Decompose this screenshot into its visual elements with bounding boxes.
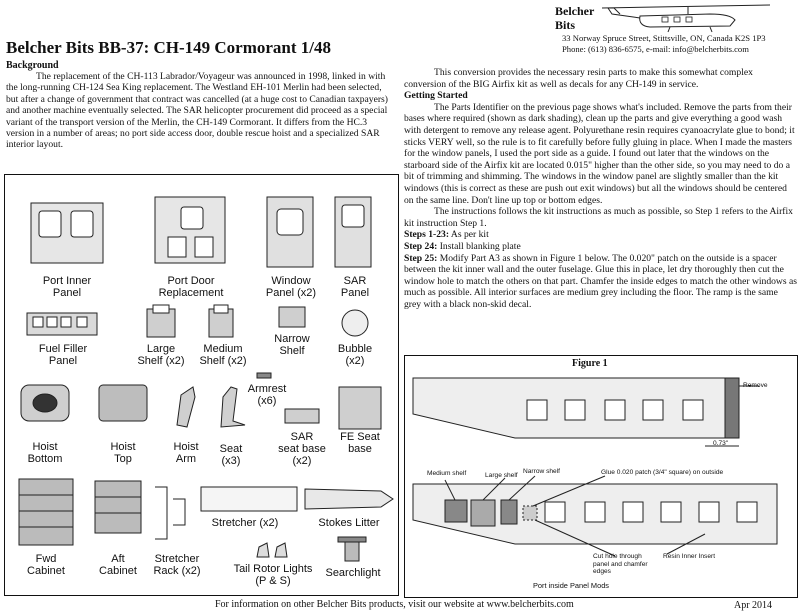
figure-dimension-label: 0.73" <box>713 440 729 447</box>
stretcher-rack-shape <box>155 486 186 540</box>
fwd-cabinet-shape <box>18 478 74 546</box>
stokes-litter-shape <box>304 488 394 510</box>
helicopter-logo <box>601 4 771 33</box>
hoist-arm-shape <box>176 386 196 428</box>
figure-cut-hole-label: Cut hole through panel and chamfer edges <box>593 553 648 575</box>
step-25: Step 25: Modify Part A3 as shown in Figu… <box>404 252 797 310</box>
getting-started-para2: The instructions follows the kit instruc… <box>404 206 793 229</box>
figure-1-drawing <box>412 377 778 557</box>
part-label-stretcher: Stretcher (x2) <box>211 517 279 529</box>
figure-glue-patch-label: Glue 0.020 patch (3/4" square) on outsid… <box>601 469 724 476</box>
figure-1-panel: Remove 0.73" Medium shelf Large shelf Na… <box>404 355 798 598</box>
footer-text: For information on other Belcher Bits pr… <box>215 599 574 610</box>
seat-shape <box>220 386 246 428</box>
part-label-tail-rotor-lights: Tail Rotor Lights(P & S) <box>233 563 313 587</box>
figure-medium-shelf-label: Medium shelf <box>427 470 467 477</box>
tail-rotor-lights-shape <box>256 542 288 558</box>
footer-date: Apr 2014 <box>734 600 773 611</box>
figure-remove-label: Remove <box>743 382 768 389</box>
figure-caption: Port inside Panel Mods <box>533 581 609 590</box>
parts-drawings <box>18 196 394 562</box>
part-label-seat: Seat(x3) <box>219 443 243 467</box>
part-label-stokes-litter: Stokes Litter <box>318 517 380 529</box>
company-contact: 33 Norway Spruce Street, Stittsville, ON… <box>562 33 766 54</box>
getting-started-para1: The Parts Identifier on the previous pag… <box>404 101 795 206</box>
step-1-23: Steps 1-23: As per kit <box>404 229 489 241</box>
figure-large-shelf-label: Large shelf <box>485 472 518 479</box>
narrow-shelf-shape <box>278 306 306 328</box>
armrest-shape <box>256 372 272 379</box>
getting-started-heading: Getting Started <box>404 90 468 102</box>
fe-seat-base-shape <box>338 386 382 430</box>
figure-resin-insert-label: Resin Inner Insert <box>663 553 716 560</box>
part-label-searchlight: Searchlight <box>325 567 381 579</box>
part-label-armrest: Armrest(x6) <box>247 383 287 407</box>
page-title: Belcher Bits BB-37: CH-149 Cormorant 1/4… <box>6 38 332 57</box>
company-name: Belcher Bits <box>555 4 595 32</box>
step-24: Step 24: Install blanking plate <box>404 240 521 252</box>
background-heading: Background <box>6 60 59 71</box>
figure-narrow-shelf-label: Narrow shelf <box>523 468 561 475</box>
intro-text: This conversion provides the necessary r… <box>404 67 753 90</box>
background-text: The replacement of the CH-113 Labrador/V… <box>6 71 388 151</box>
instructions-column: This conversion provides the necessary r… <box>404 67 797 310</box>
part-label-bubble: Bubble(x2) <box>337 343 373 367</box>
aft-cabinet-shape <box>94 480 142 534</box>
large-shelf-shape <box>146 308 176 338</box>
hoist-top-shape <box>98 384 148 422</box>
figure-1-title: Figure 1 <box>572 358 608 369</box>
bubble-shape <box>341 309 369 337</box>
stretcher-shape <box>200 486 298 512</box>
sar-seat-base-shape <box>284 408 320 424</box>
